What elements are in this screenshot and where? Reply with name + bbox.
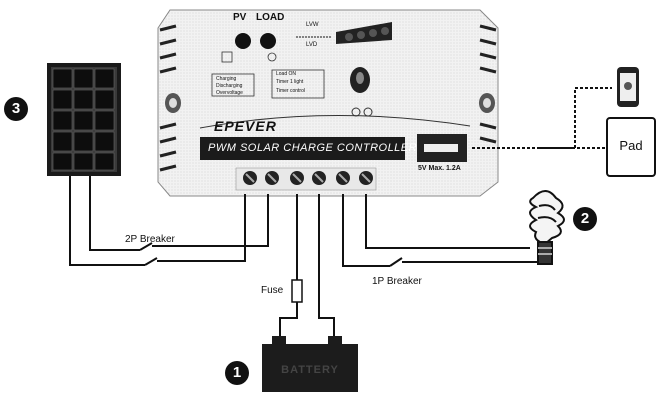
brand-logo: EPEVER bbox=[214, 118, 277, 134]
fuse-icon bbox=[291, 279, 303, 303]
breaker-1p-label: 1P Breaker bbox=[372, 276, 422, 287]
usb-port bbox=[417, 134, 467, 162]
load-number: 2 bbox=[573, 207, 597, 231]
usb-rating-label: 5V Max. 1.2A bbox=[418, 165, 461, 172]
phone-icon bbox=[617, 67, 639, 107]
solar-panel-number: 3 bbox=[4, 97, 28, 121]
status-overvoltage-label: Overvoltage bbox=[216, 90, 243, 96]
load-on-label: Load ON bbox=[276, 71, 297, 77]
pv-indicator-label: PV bbox=[233, 12, 247, 23]
load-timer-2-label: Timer control bbox=[276, 88, 305, 94]
load-timer-1-label: Timer 1 light bbox=[276, 79, 304, 85]
status-discharging-label: Discharging bbox=[216, 83, 243, 89]
battery-label: BATTERY bbox=[281, 364, 339, 376]
wires bbox=[69, 87, 612, 340]
light-bulb-icon bbox=[529, 190, 565, 265]
breaker-2p-label: 2P Breaker bbox=[125, 234, 175, 245]
charge-controller bbox=[157, 9, 499, 197]
model-name: PWM SOLAR CHARGE CONTROLLER bbox=[208, 142, 418, 154]
lvd-label: LVD bbox=[306, 42, 318, 48]
fuse-label: Fuse bbox=[261, 285, 284, 296]
terminal-block bbox=[235, 167, 377, 191]
battery bbox=[262, 336, 358, 392]
tablet-icon bbox=[606, 117, 656, 177]
solar-panel bbox=[47, 63, 121, 176]
pad-label: Pad bbox=[619, 138, 643, 153]
lvw-label: LVW bbox=[306, 22, 319, 28]
battery-number: 1 bbox=[225, 361, 249, 385]
load-indicator-label: LOAD bbox=[256, 12, 285, 23]
model-strip bbox=[200, 137, 405, 160]
indicator-panel bbox=[211, 22, 392, 117]
status-charging-label: Charging bbox=[216, 76, 237, 82]
